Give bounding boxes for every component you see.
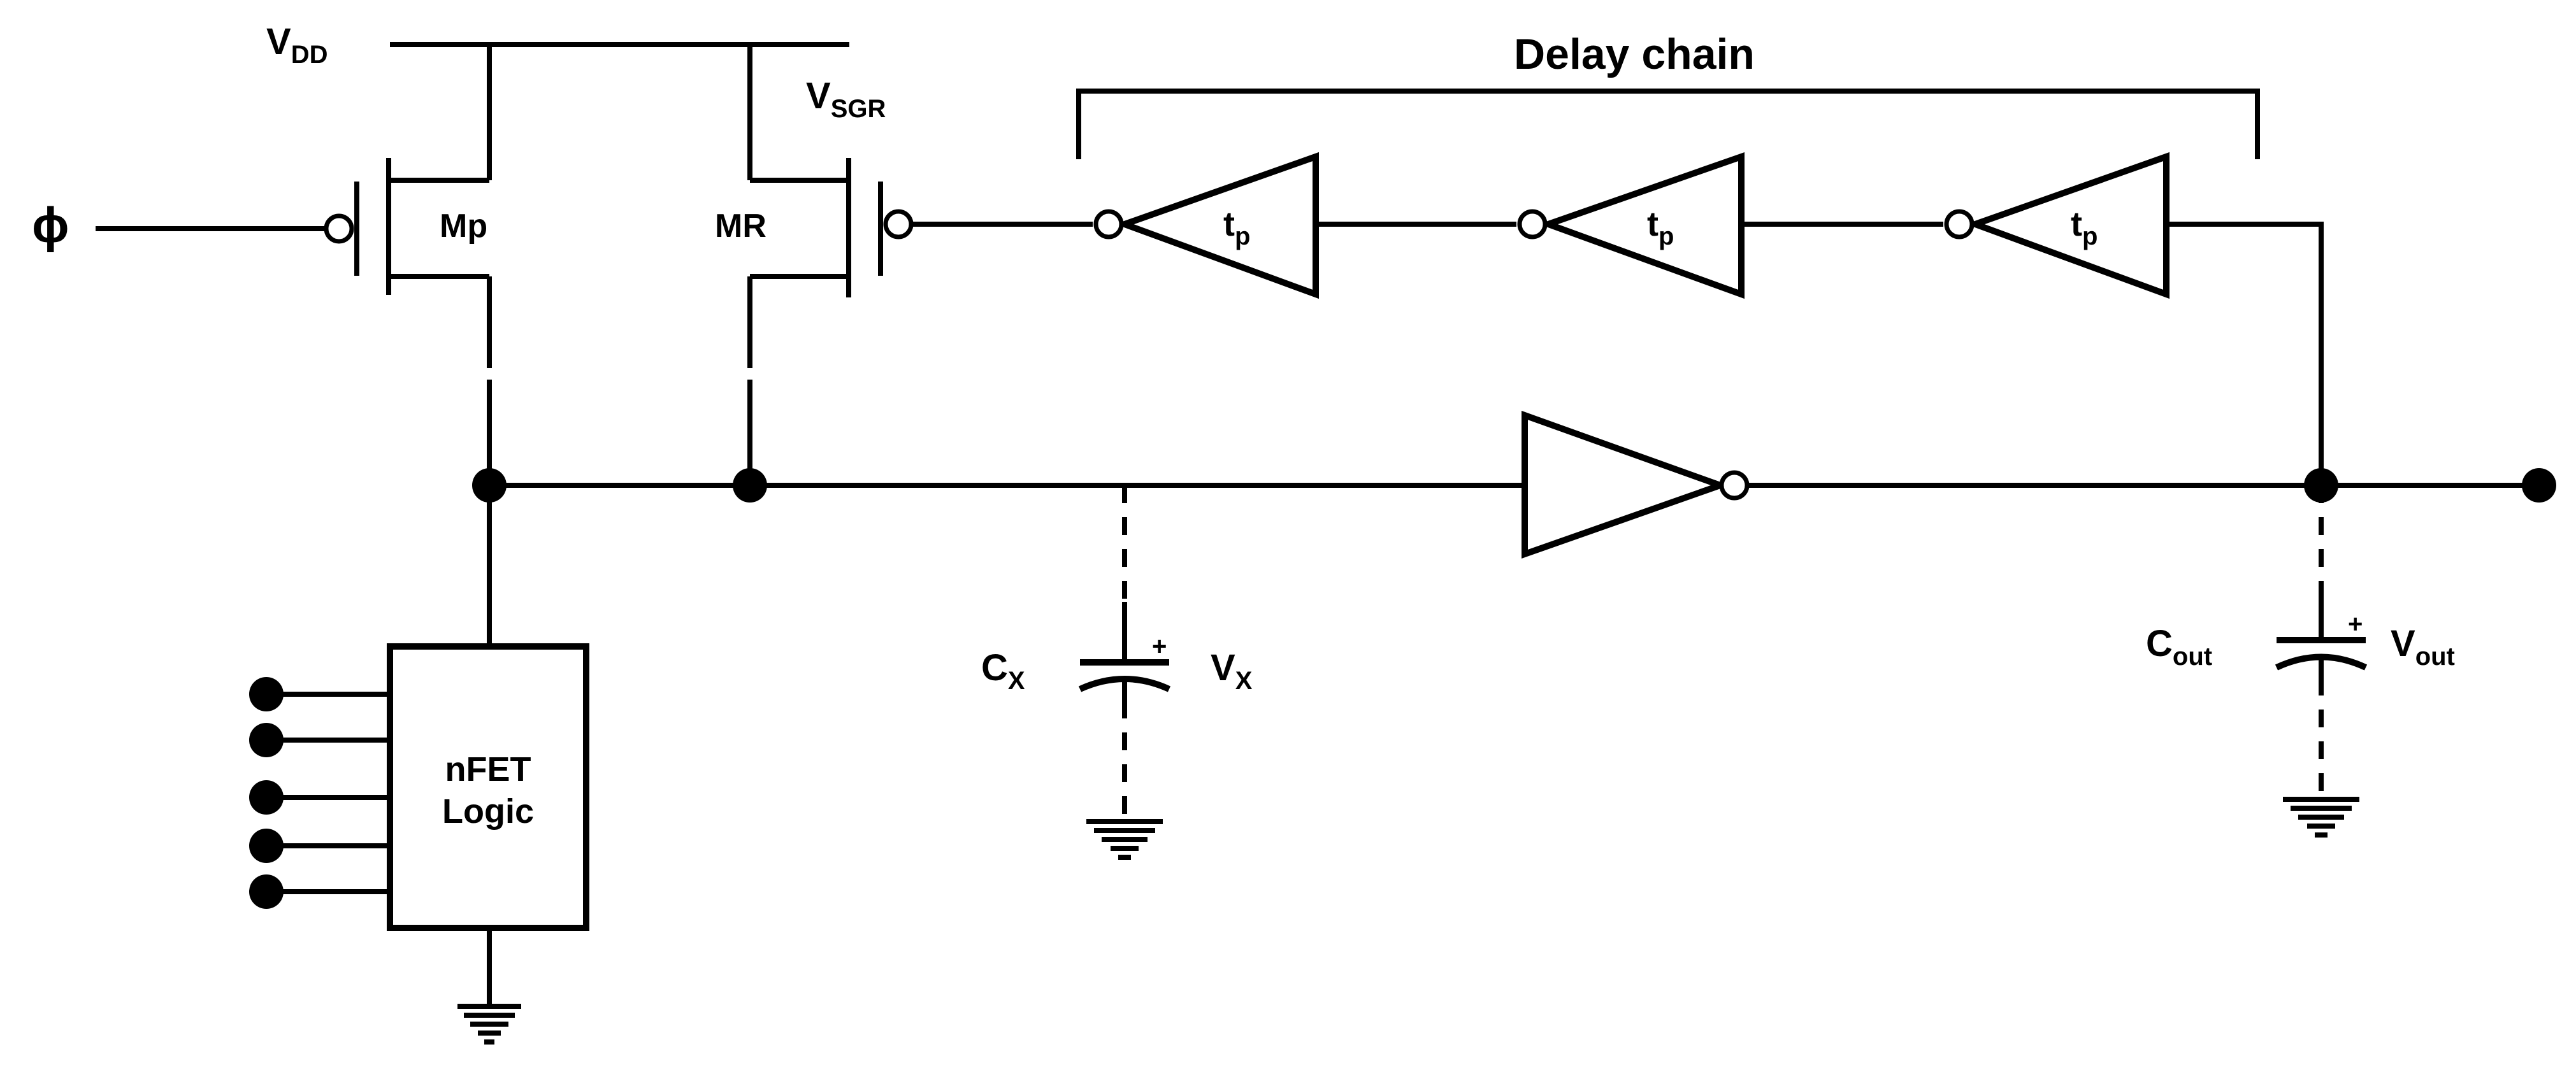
vout-label: Vout: [2391, 623, 2455, 671]
logic-input-dot: [249, 780, 284, 815]
delay-inverter-2: [1517, 152, 1745, 299]
logic-input-dot: [249, 829, 284, 863]
cx-plus: +: [1152, 632, 1167, 660]
transistor-mp: [96, 45, 492, 368]
delay-inverter-1: [1093, 152, 1319, 299]
tp3-label: tp: [2071, 205, 2097, 250]
nfet-logic-inputs: [249, 677, 390, 909]
delay-chain-bracket: [1076, 89, 2260, 159]
ground-symbol-cout: [2283, 797, 2359, 838]
capacitor-cx: [1078, 659, 1171, 692]
mp-label: Mp: [440, 208, 487, 245]
delay-chain-label: Delay chain: [1514, 30, 1755, 78]
nfet-logic-line2: Logic: [442, 792, 534, 831]
cout-label: Cout: [2146, 623, 2212, 671]
mr-label: MR: [715, 208, 766, 245]
tp1-label: tp: [1223, 205, 1250, 250]
vx-label: VX: [1211, 647, 1253, 695]
tp2-label: tp: [1647, 205, 1674, 250]
vsgr-label: VSGR: [806, 75, 886, 123]
nfet-logic-line1: nFET: [445, 750, 531, 788]
vdd-label: VDD: [266, 21, 327, 69]
output-terminal: [2522, 468, 2556, 503]
delay-inverter-3: [1944, 152, 2169, 299]
logic-input-dot: [249, 874, 284, 909]
node-mr-junction: [733, 468, 767, 503]
phi-label: ϕ: [32, 197, 69, 253]
ground-symbol-logic: [457, 1004, 521, 1045]
ground-symbol-cx: [1086, 819, 1163, 860]
logic-input-dot: [249, 677, 284, 711]
cout-plus: +: [2348, 610, 2363, 638]
output-inverter: [1522, 410, 1750, 559]
capacitor-cout: [2275, 637, 2368, 671]
cx-label: CX: [981, 647, 1025, 695]
logic-input-dot: [249, 723, 284, 757]
transistor-mr: [747, 45, 914, 368]
